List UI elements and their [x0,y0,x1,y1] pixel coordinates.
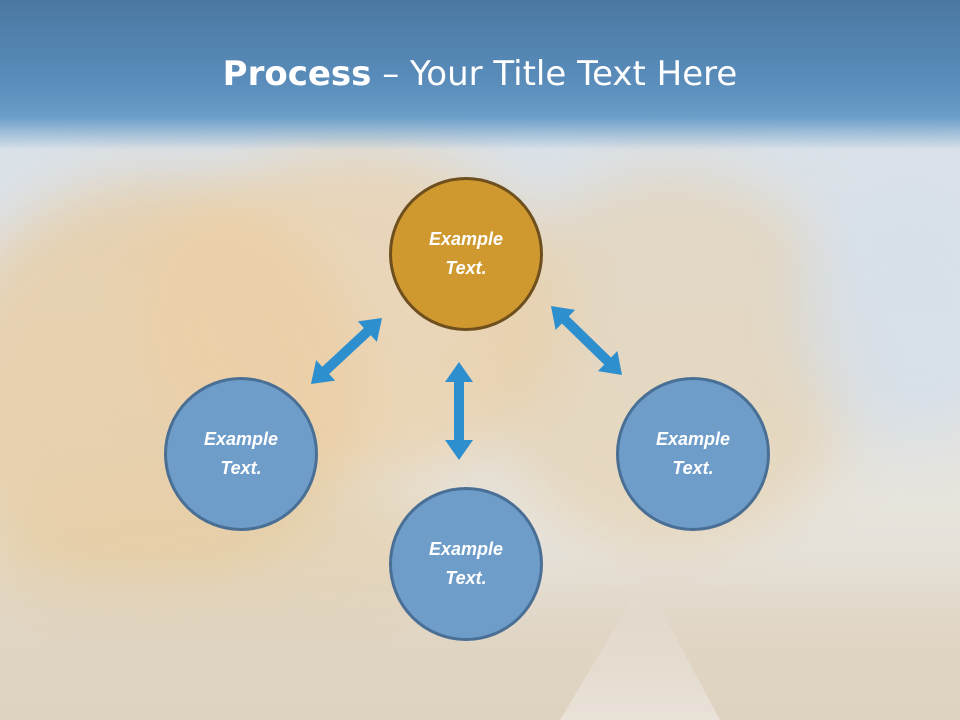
double-arrow-top-bottom [445,362,473,460]
node-left[interactable]: Example Text. [164,377,318,531]
node-bottom-label: Example Text. [428,539,504,588]
title-bold: Process [222,54,372,94]
node-top[interactable]: Example Text. [389,177,543,331]
title-rest: Your Title Text Here [410,54,738,94]
slide-title[interactable]: Process – Your Title Text Here [0,52,960,96]
title-banner [0,0,960,150]
double-arrow-top-left [311,318,382,384]
title-separator: – [371,54,411,94]
node-right-label: Example Text. [655,429,731,478]
double-arrow-top-right [551,306,622,375]
node-bottom[interactable]: Example Text. [389,487,543,641]
node-right[interactable]: Example Text. [616,377,770,531]
node-left-label: Example Text. [203,429,279,478]
node-top-label: Example Text. [428,229,504,278]
